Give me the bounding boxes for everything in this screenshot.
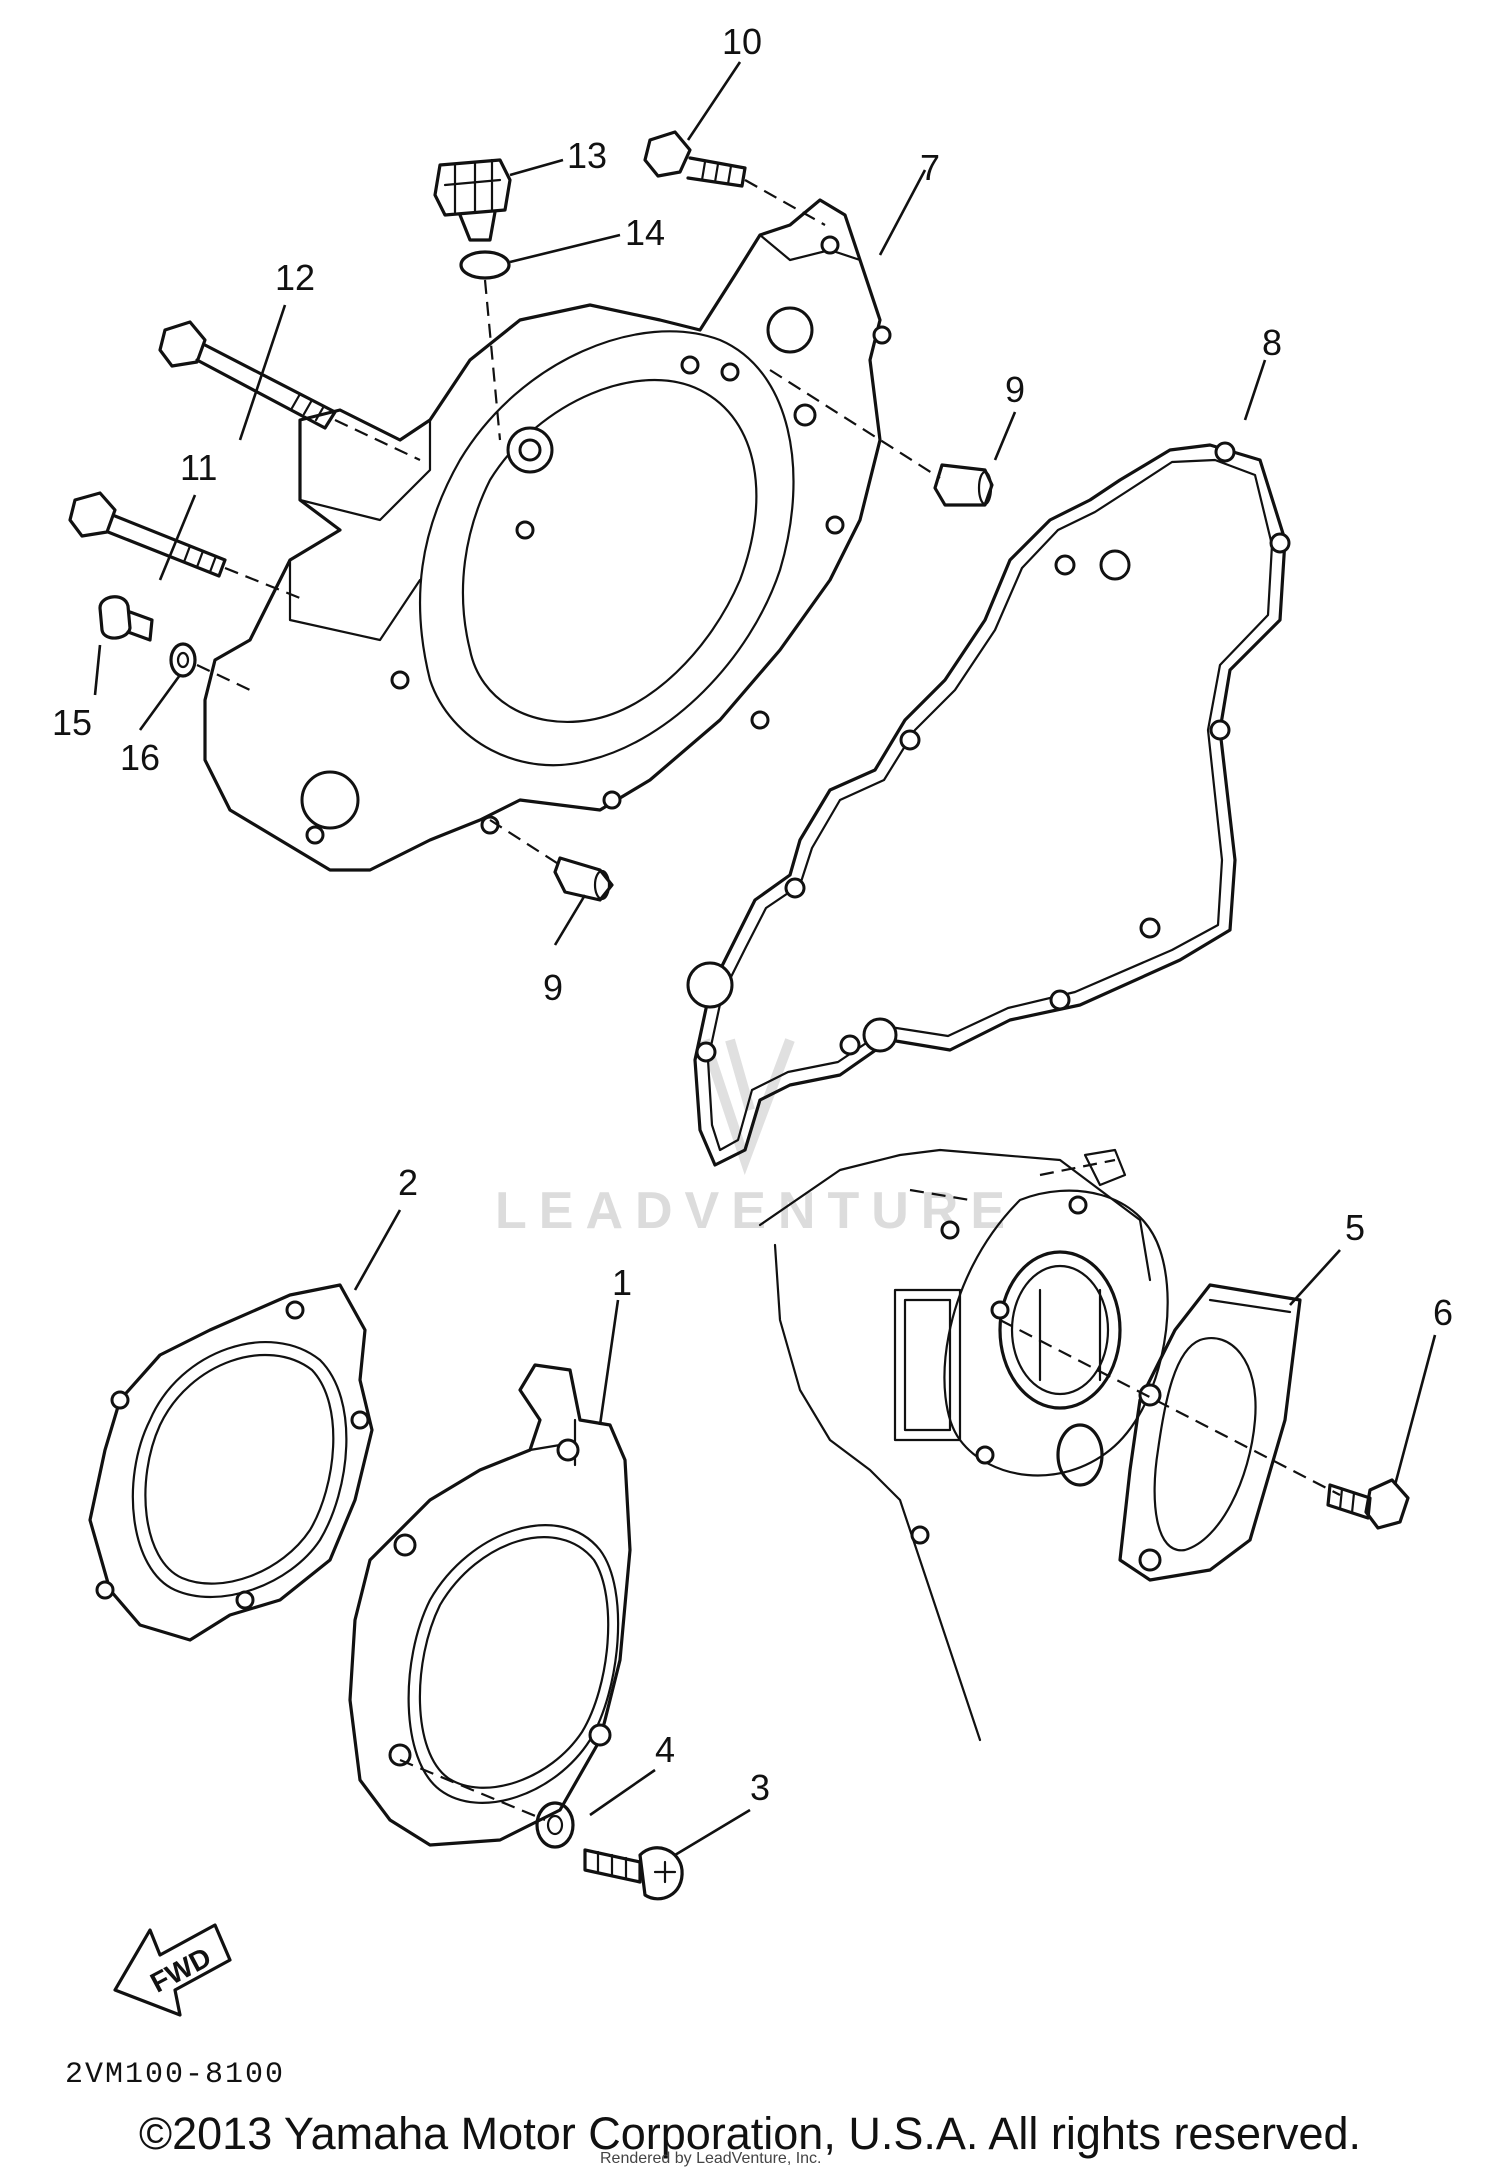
assembly-line bbox=[744, 179, 826, 226]
cover-1 bbox=[348, 1363, 632, 1847]
crankcase-cover-gasket bbox=[686, 441, 1291, 1167]
washer-4 bbox=[535, 1801, 575, 1849]
callout-12: 12 bbox=[275, 257, 315, 298]
callout-3: 3 bbox=[750, 1767, 770, 1808]
callout-7: 7 bbox=[920, 147, 940, 188]
assembly-line bbox=[909, 1158, 1116, 1202]
assembly-line bbox=[196, 664, 251, 691]
callout-9-upper: 9 bbox=[1005, 369, 1025, 410]
bolt-11 bbox=[68, 491, 227, 578]
washer-16 bbox=[169, 642, 197, 678]
callout-9-lower: 9 bbox=[543, 967, 563, 1008]
assembly-line bbox=[999, 1319, 1341, 1496]
rendered-by-note: Rendered by LeadVenture, Inc. bbox=[600, 2150, 822, 2167]
callout-11: 11 bbox=[180, 447, 217, 488]
leadventure-watermark: LEADVENTURE bbox=[495, 1038, 1017, 1240]
callout-16: 16 bbox=[120, 737, 160, 778]
callout-13: 13 bbox=[567, 135, 607, 176]
assembly-line bbox=[483, 279, 502, 441]
callout-leaders bbox=[93, 61, 1437, 1857]
bolt-10 bbox=[643, 130, 747, 188]
watermark-text: LEADVENTURE bbox=[495, 1182, 1017, 1240]
cover-gasket-2 bbox=[88, 1283, 374, 1642]
copyright-notice: ©2013 Yamaha Motor Corporation, U.S.A. A… bbox=[138, 2108, 1362, 2159]
assembly-line bbox=[769, 369, 941, 479]
callout-1: 1 bbox=[612, 1262, 632, 1303]
diagram-code: 2VM100-8100 bbox=[65, 2058, 285, 2092]
bolt-12 bbox=[158, 320, 337, 430]
callout-5: 5 bbox=[1345, 1207, 1365, 1248]
bolt-6 bbox=[1326, 1478, 1410, 1530]
screw-3 bbox=[583, 1846, 684, 1901]
assembly-line bbox=[334, 419, 421, 461]
fwd-arrow: FWD bbox=[113, 1923, 232, 2017]
dowel-pin-lower bbox=[553, 856, 614, 902]
assembly-line bbox=[224, 566, 306, 602]
assembly-line bbox=[399, 1758, 546, 1822]
fwd-label: FWD bbox=[145, 1941, 216, 1998]
engine-case-partial bbox=[758, 1148, 1169, 1742]
callout-2: 2 bbox=[398, 1162, 418, 1203]
o-ring bbox=[459, 250, 511, 280]
assembly-line bbox=[489, 819, 561, 866]
callout-8: 8 bbox=[1262, 322, 1282, 363]
crankcase-cover-left bbox=[203, 198, 892, 872]
callout-14: 14 bbox=[625, 212, 665, 253]
dowel-pin-upper bbox=[933, 463, 994, 507]
cover-plate-5 bbox=[1118, 1283, 1302, 1582]
callout-6: 6 bbox=[1433, 1292, 1453, 1333]
callout-15: 15 bbox=[52, 702, 92, 743]
bolt-15 bbox=[98, 595, 154, 642]
callout-4: 4 bbox=[655, 1729, 675, 1770]
callout-10: 10 bbox=[722, 21, 762, 62]
oil-filler-plug bbox=[433, 158, 512, 242]
